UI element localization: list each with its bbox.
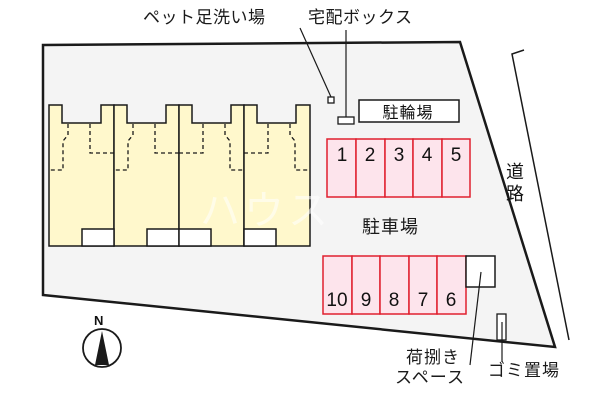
pet-wash-marker — [327, 96, 335, 104]
parking-space-number: 1 — [336, 145, 348, 166]
north-label: N — [94, 313, 104, 328]
parking-space-number: 7 — [417, 290, 429, 311]
road-label: 道 路 — [505, 162, 525, 206]
bicycle-parking-box — [358, 99, 460, 123]
delivery-box-label: 宅配ボックス — [308, 8, 413, 28]
parking-space-number: 10 — [326, 290, 348, 311]
road-char-1: 道 — [506, 162, 524, 183]
parking-space-number: 8 — [388, 290, 400, 311]
parking-space-number: 5 — [450, 145, 462, 166]
unloading-label-line2: スペース — [395, 368, 465, 388]
parking-space-number: 2 — [364, 145, 376, 166]
unit-4 — [243, 104, 311, 247]
north-arrow-icon — [82, 328, 122, 368]
unit-2 — [113, 104, 180, 247]
parking-space-number: 9 — [360, 290, 372, 311]
road-char-2: 路 — [506, 184, 524, 205]
entrances — [81, 228, 277, 247]
parking-space-number: 6 — [445, 290, 457, 311]
unit-3 — [178, 104, 245, 247]
unit-1 — [48, 104, 115, 247]
apartment-building — [48, 104, 311, 247]
bicycle-parking-label: 駐輪場 — [382, 103, 434, 122]
garbage-label: ゴミ置場 — [488, 361, 560, 381]
parking-space-number: 3 — [393, 145, 405, 166]
interior-dashes — [49, 124, 310, 171]
parking-bottom-row — [322, 255, 467, 315]
delivery-box-marker — [337, 116, 355, 125]
unloading-label-line1: 荷捌き — [406, 348, 460, 368]
pet-wash-label: ペット足洗い場 — [143, 8, 266, 28]
unloading-space — [465, 255, 496, 288]
parking-space-number: 4 — [421, 145, 433, 166]
car-parking-label: 駐車場 — [362, 217, 419, 238]
road-edge — [511, 49, 570, 341]
parking-top-row — [326, 138, 471, 198]
